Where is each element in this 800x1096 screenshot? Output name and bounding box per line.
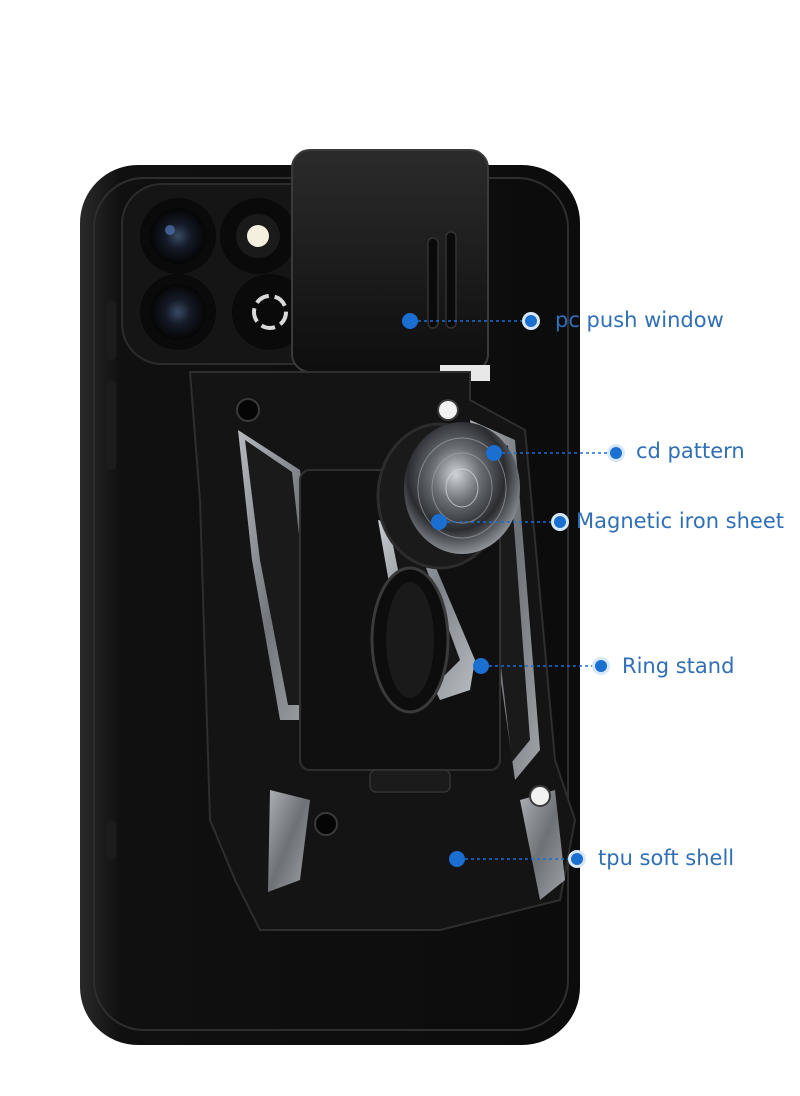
- callout-leader-push-window: [402, 312, 540, 330]
- camera-slide-cover: [291, 149, 490, 381]
- callout-label-cd-pattern: cd pattern: [636, 439, 745, 463]
- ring-stand: [370, 520, 475, 714]
- callout-label-magnetic-iron-sheet: Magnetic iron sheet: [576, 509, 785, 533]
- callout-label-tpu-soft-shell: tpu soft shell: [598, 846, 735, 870]
- callout-leader-cd-pattern: [486, 444, 625, 462]
- callout-leaders: [402, 312, 625, 868]
- callout-label-ring-stand: Ring stand: [622, 654, 735, 678]
- callout-leader-ring-stand: [473, 657, 610, 675]
- callout-leader-magnetic-iron-sheet: [431, 513, 569, 531]
- callout-label-pc-push-window: pc push window: [555, 308, 724, 332]
- callout-leader-tpu-soft-shell: [449, 850, 586, 868]
